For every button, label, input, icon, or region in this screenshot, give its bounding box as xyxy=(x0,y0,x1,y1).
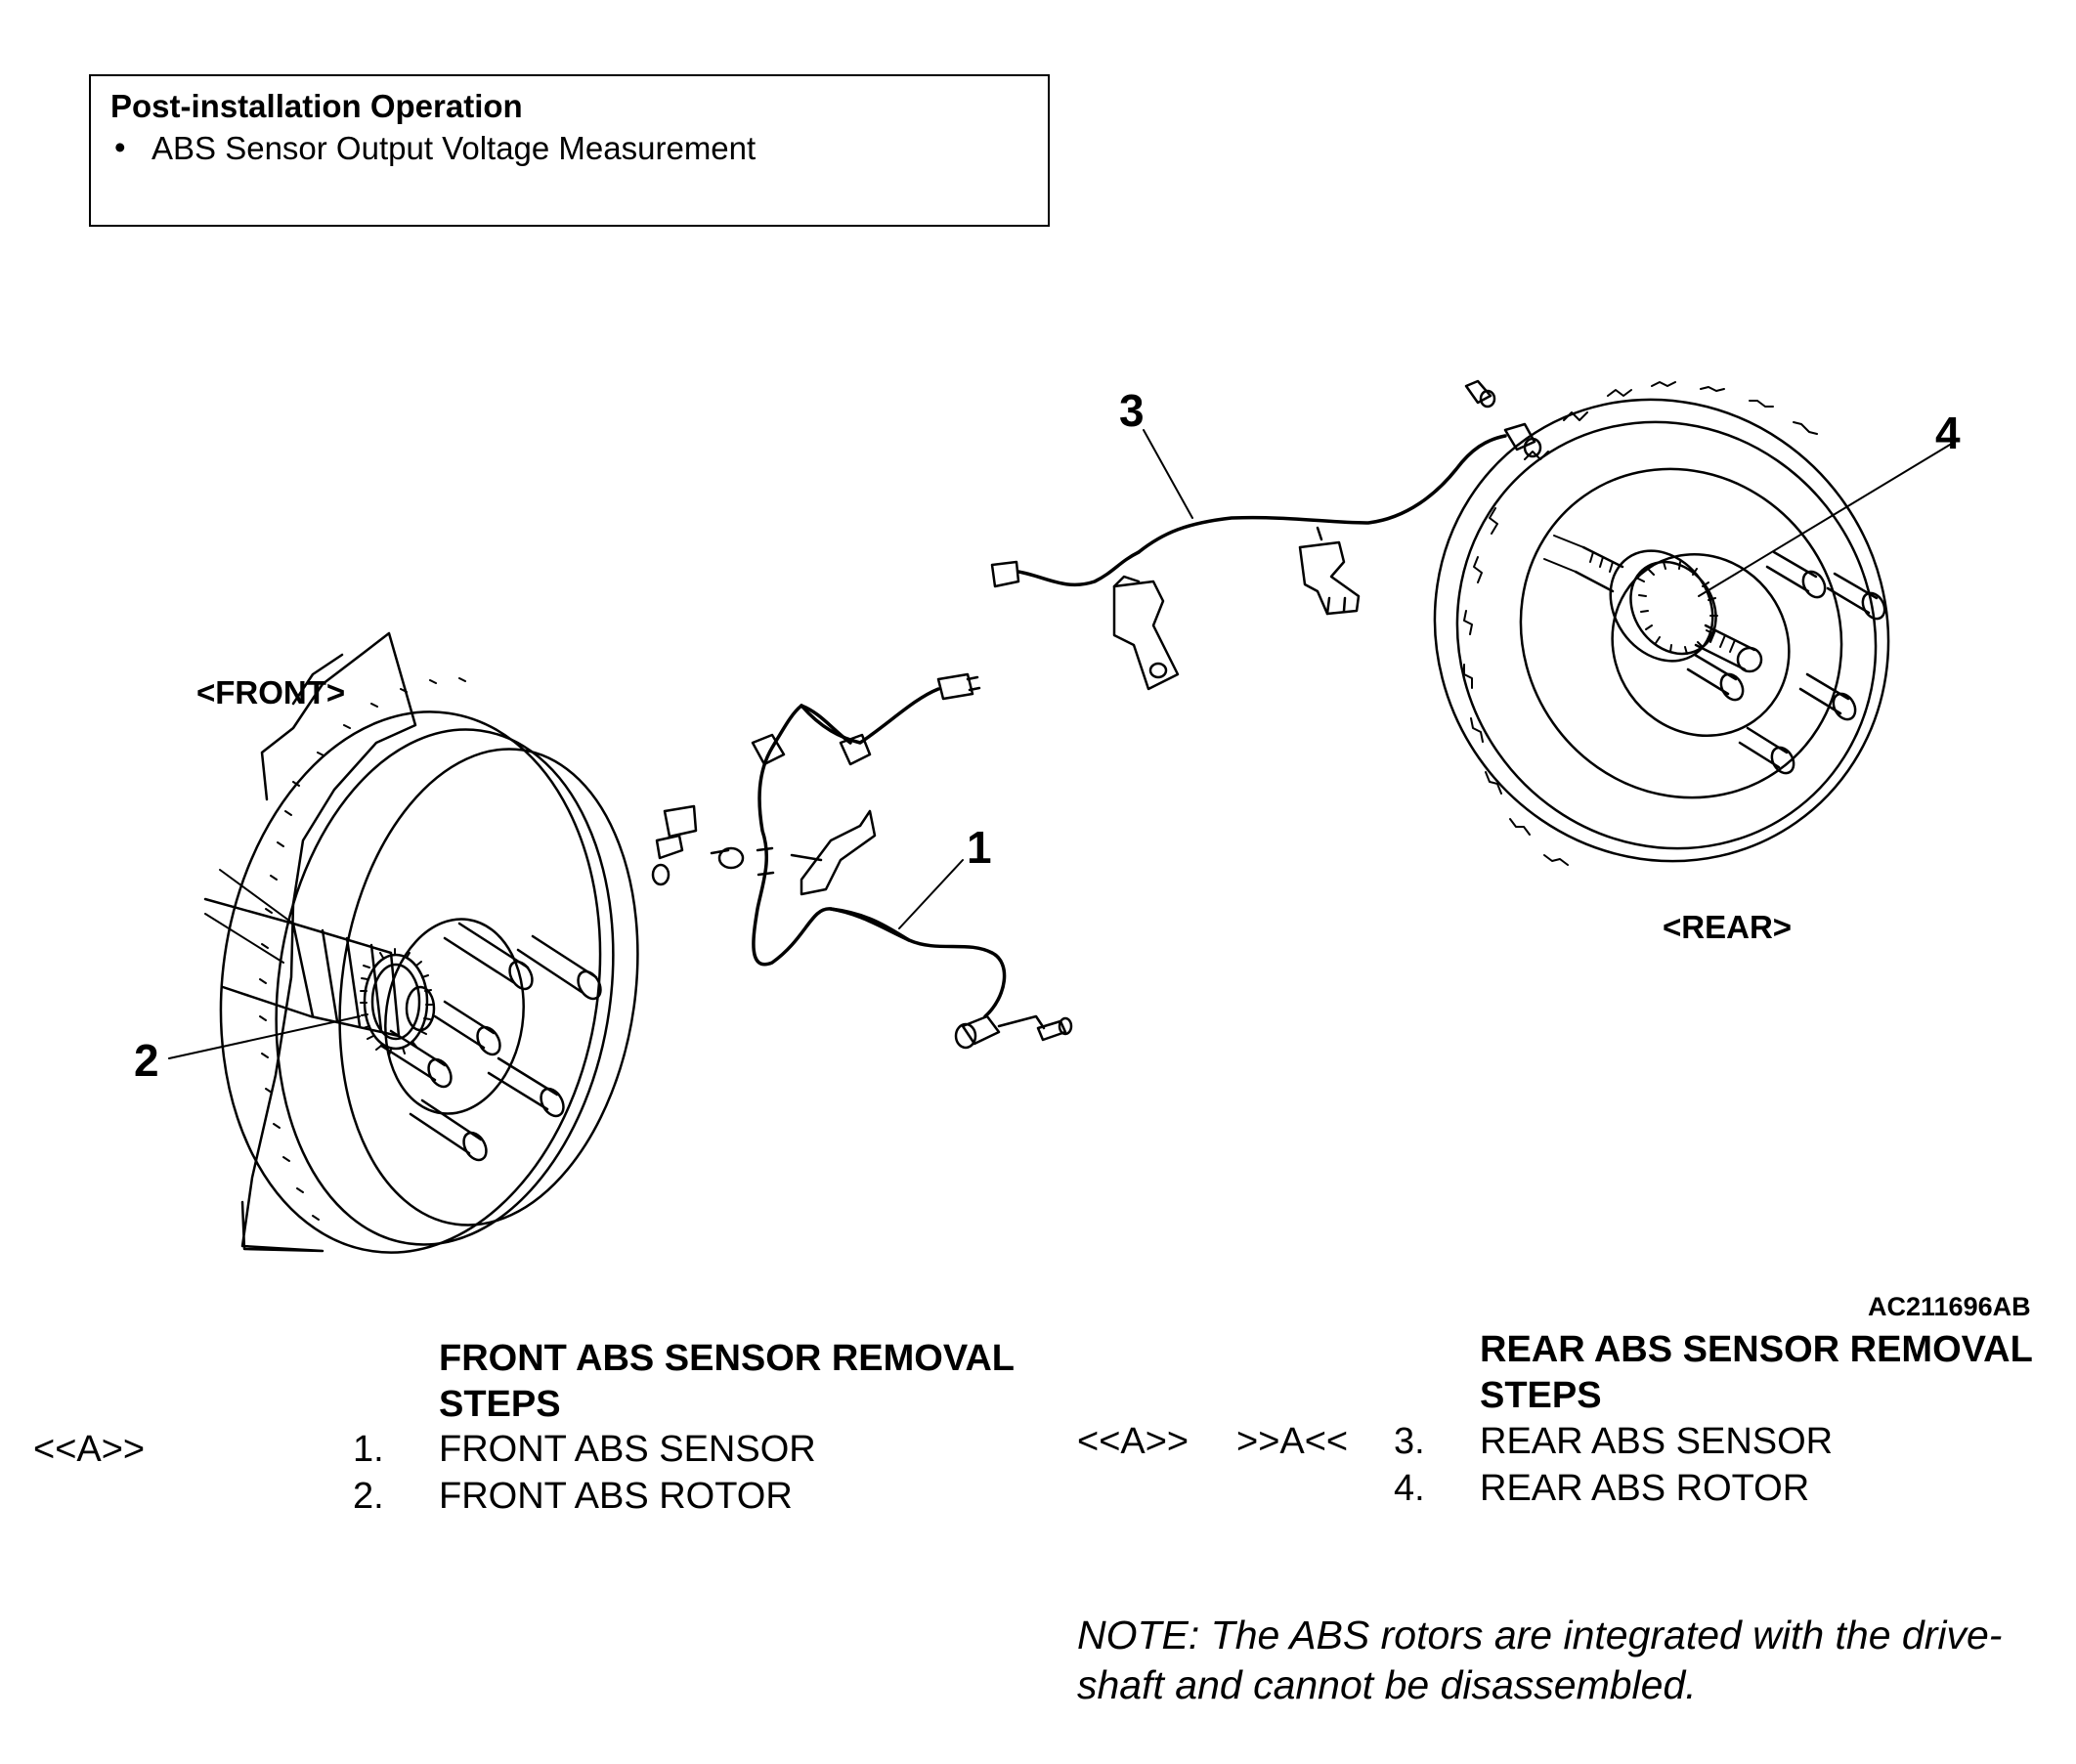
front-step-2-label: FRONT ABS ROTOR xyxy=(439,1476,793,1517)
front-steps-title-line2: STEPS xyxy=(439,1384,561,1425)
rear-step-3-label: REAR ABS SENSOR xyxy=(1480,1421,1834,1462)
post-installation-item: ABS Sensor Output Voltage Measurement xyxy=(151,130,757,166)
rear-step-4-label: REAR ABS ROTOR xyxy=(1480,1468,1810,1509)
front-steps-title-line1: FRONT ABS SENSOR REMOVAL xyxy=(439,1338,1016,1379)
note-line2: shaft and cannot be disassembled. xyxy=(1077,1662,1697,1707)
front-view-label: <FRONT> xyxy=(196,674,346,710)
abs-exploded-diagram xyxy=(168,379,1951,1254)
rear-step-3-ref: <<A>> xyxy=(1077,1421,1189,1462)
post-installation-box: Post-installation Operation • ABS Sensor… xyxy=(89,74,1050,227)
note: NOTE: The ABS rotors are integrated with… xyxy=(1077,1611,2002,1710)
rear-steps-title-line2: STEPS xyxy=(1480,1375,1602,1416)
rear-steps-title-line1: REAR ABS SENSOR REMOVAL xyxy=(1480,1329,2033,1370)
front-step-1-label: FRONT ABS SENSOR xyxy=(439,1429,816,1470)
rear-steps-title: REAR ABS SENSOR REMOVAL STEPS xyxy=(1480,1327,2033,1419)
bullet-icon: • xyxy=(114,129,126,165)
front-brake-assembly xyxy=(168,631,639,1254)
rear-step-3-ref2: >>A<< xyxy=(1236,1421,1349,1462)
callout-2: 2 xyxy=(134,1035,159,1086)
rear-step-4-num: 4. xyxy=(1394,1468,1425,1509)
post-installation-title: Post-installation Operation xyxy=(110,88,523,124)
front-step-2-num: 2. xyxy=(353,1476,384,1517)
rear-brake-assembly xyxy=(1433,381,1951,866)
front-step-1-num: 1. xyxy=(353,1429,384,1470)
rear-step-3-num: 3. xyxy=(1394,1421,1425,1462)
callout-3: 3 xyxy=(1119,385,1145,436)
callout-4: 4 xyxy=(1935,408,1961,458)
front-abs-sensor-harness xyxy=(651,672,1073,1050)
callout-1: 1 xyxy=(967,822,992,873)
front-step-1-ref: <<A>> xyxy=(33,1429,146,1470)
note-line1: NOTE: The ABS rotors are integrated with… xyxy=(1077,1613,2003,1657)
front-steps-title: FRONT ABS SENSOR REMOVAL STEPS xyxy=(439,1336,1015,1428)
figure-id: AC211696AB xyxy=(1868,1292,2031,1321)
rear-abs-sensor-harness xyxy=(990,379,1542,691)
rear-view-label: <REAR> xyxy=(1663,909,1793,945)
